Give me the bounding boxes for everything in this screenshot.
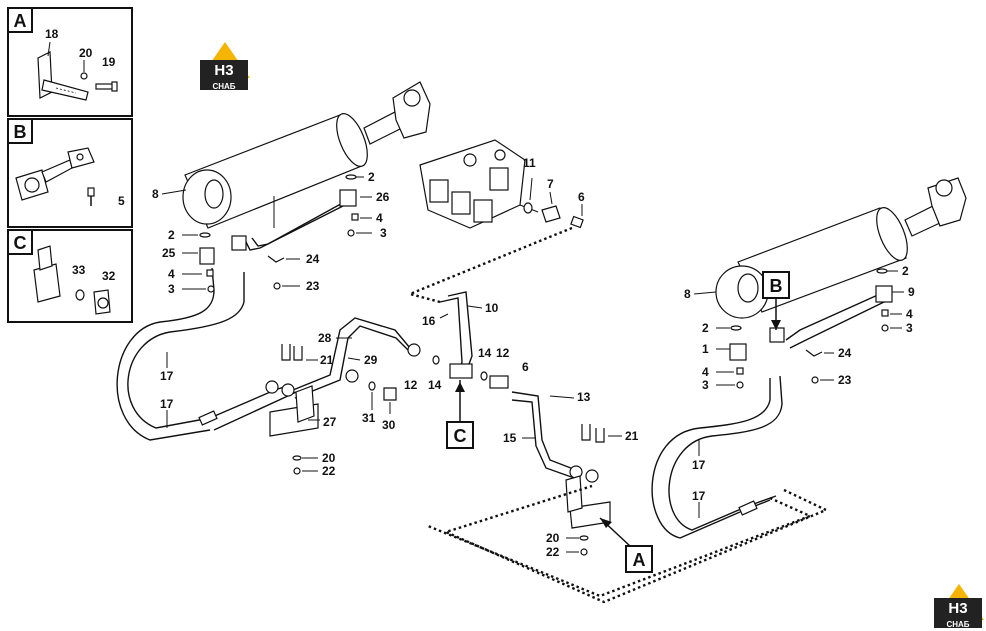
- inset-c-letter: C: [14, 233, 27, 253]
- inset-panel-a: A 18 20 19: [7, 7, 133, 117]
- part-label: 2: [702, 321, 709, 335]
- part-label: 12: [404, 378, 418, 392]
- part-label: 24: [838, 346, 852, 360]
- left-hydraulic-cylinder: [182, 81, 431, 229]
- inset-a-label-18: 18: [45, 27, 59, 41]
- part-label: 17: [692, 458, 706, 472]
- inset-panel-c: C 33 32: [7, 229, 133, 323]
- part-label: 3: [168, 282, 175, 296]
- mounting-brackets: [269, 344, 611, 529]
- inset-b-label-5: 5: [118, 194, 125, 208]
- inset-c-label-33: 33: [72, 263, 86, 277]
- part-label: 2: [902, 264, 909, 278]
- callout-c: C: [446, 380, 474, 449]
- part-label: 31: [362, 411, 376, 425]
- valve-fittings: [523, 177, 584, 229]
- part-label: 22: [322, 464, 336, 478]
- logo-text-bottom: СНАБ: [212, 82, 235, 91]
- callout-c-letter: C: [454, 426, 467, 446]
- bolt-icon: [80, 60, 118, 92]
- callout-a: A: [599, 517, 653, 573]
- inset-a-letter: A: [14, 11, 27, 31]
- part-label: 22: [546, 545, 560, 559]
- part-label: 10: [485, 301, 499, 315]
- left-cylinder-labels: 8 2 26 4 3 2 25 4 3 24 23: [152, 170, 390, 296]
- part-label: 3: [702, 378, 709, 392]
- part-label: 9: [908, 285, 915, 299]
- logo-corner-text-top: Н3: [948, 600, 967, 617]
- part-label: 1: [702, 342, 709, 356]
- fitting-block-icon: [33, 245, 111, 315]
- part-label: 14: [428, 378, 442, 392]
- part-label: 8: [684, 287, 691, 301]
- part-label: 21: [625, 429, 639, 443]
- inset-panel-b: B 5: [7, 118, 133, 228]
- right-cylinder-labels: 2 8 9 4 3 2 1 4 3 24 23: [684, 264, 915, 392]
- part-label: 11: [523, 156, 536, 170]
- control-valve: [419, 139, 539, 229]
- hose-labels: 17 17 17 17: [160, 352, 706, 518]
- part-label: 23: [838, 373, 852, 387]
- part-label: 17: [160, 369, 174, 383]
- part-label: 4: [702, 365, 709, 379]
- part-label: 4: [906, 307, 913, 321]
- center-labels: 10 16 28 29 21 12 14 14 12 6 27 31 30 20…: [292, 301, 639, 559]
- inset-a-label-20: 20: [79, 46, 93, 60]
- part-label: 4: [376, 211, 383, 225]
- inset-a-label-19: 19: [102, 55, 116, 69]
- part-label: 16: [422, 314, 436, 328]
- part-label: 20: [322, 451, 336, 465]
- part-label: 20: [546, 531, 560, 545]
- part-label: 14: [478, 346, 492, 360]
- part-label: 8: [152, 187, 159, 201]
- right-hydraulic-cylinder: [715, 177, 967, 319]
- part-label: 3: [380, 226, 387, 240]
- part-label: 24: [306, 252, 320, 266]
- part-label: 2: [168, 228, 175, 242]
- part-label: 23: [306, 279, 320, 293]
- part-label: 12: [496, 346, 510, 360]
- part-label: 17: [160, 397, 174, 411]
- bracket-icon: [37, 41, 89, 101]
- part-label: 7: [547, 177, 554, 191]
- part-label: 27: [323, 415, 337, 429]
- inset-c-label-32: 32: [102, 269, 116, 283]
- part-label: 4: [168, 267, 175, 281]
- part-label: 28: [318, 331, 332, 345]
- part-label: 26: [376, 190, 390, 204]
- part-label: 17: [692, 489, 706, 503]
- part-label: 15: [503, 431, 517, 445]
- logo-text-top: Н3: [214, 62, 233, 79]
- clamp-block-icon: [15, 147, 95, 206]
- part-label: 25: [162, 246, 176, 260]
- part-label: 2: [368, 170, 375, 184]
- callout-b: B: [762, 271, 790, 330]
- brand-logo: Н3 СНАБ: [200, 42, 250, 91]
- callout-b-letter: B: [770, 276, 783, 296]
- hose-fittings: [198, 189, 893, 516]
- logo-corner-text-bottom: СНАБ: [946, 620, 969, 629]
- valve-labels: 11 7 6: [523, 156, 585, 204]
- inset-b-letter: B: [14, 122, 27, 142]
- dotted-routing-lines: [406, 226, 829, 604]
- part-label: 21: [320, 353, 334, 367]
- part-label: 6: [578, 190, 585, 204]
- part-label: 30: [382, 418, 396, 432]
- part-label: 13: [577, 390, 591, 404]
- callout-a-letter: A: [633, 550, 646, 570]
- brand-logo-corner: Н3 СНАБ: [934, 584, 984, 629]
- part-label: 6: [522, 360, 529, 374]
- part-label: 29: [364, 353, 378, 367]
- part-label: 3: [906, 321, 913, 335]
